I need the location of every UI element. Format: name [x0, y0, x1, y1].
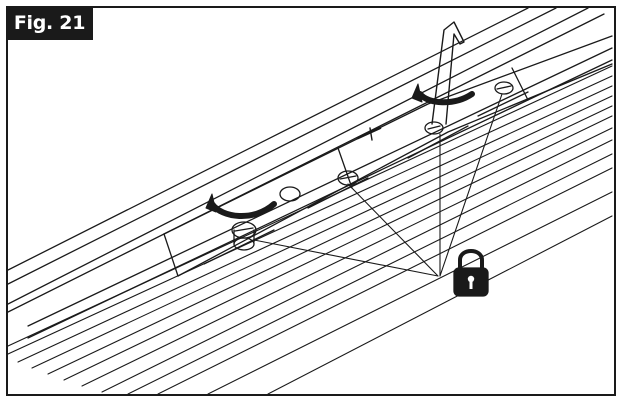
figure-label: Fig. 21 — [6, 6, 93, 40]
leader-lines — [253, 93, 503, 277]
bracket-plate — [163, 35, 613, 277]
screw-icon — [424, 121, 444, 135]
hex-key-icon — [431, 21, 465, 125]
figure-frame — [6, 6, 616, 396]
empty-hole — [279, 186, 301, 202]
screw-icon — [337, 170, 359, 186]
screw-icon — [231, 221, 257, 251]
rotate-arrow-icon — [411, 83, 475, 106]
assembly-drawing — [8, 8, 613, 394]
rotate-arrow-icon — [205, 193, 277, 220]
screw-icon — [494, 81, 514, 95]
ribbed-profile — [8, 65, 613, 394]
lock-icon — [453, 249, 489, 297]
minus-mark — [356, 126, 382, 141]
